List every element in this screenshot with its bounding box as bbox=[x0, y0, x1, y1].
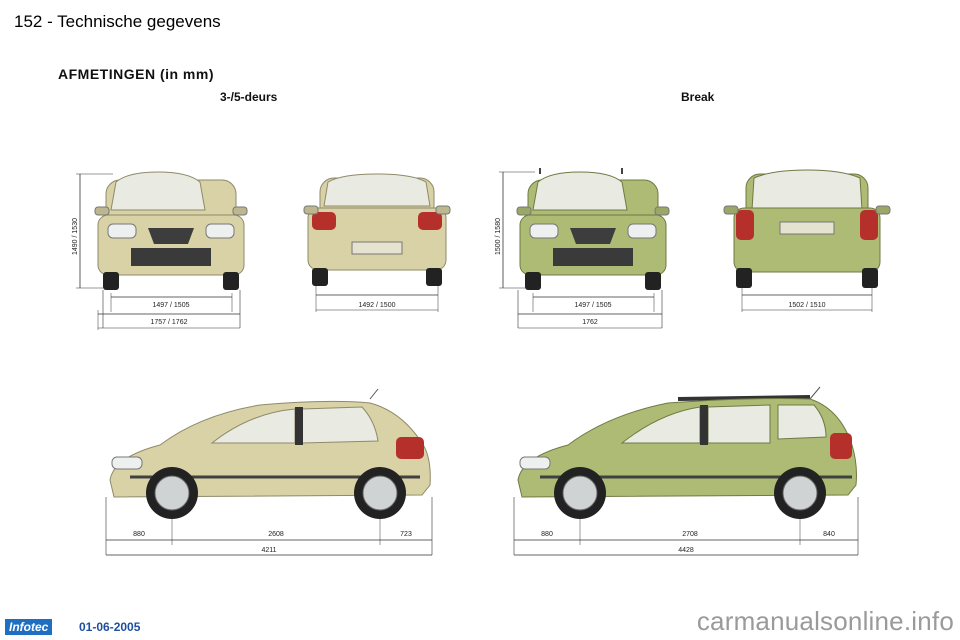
section-title: AFMETINGEN (in mm) bbox=[58, 66, 214, 82]
hatch-rear-view: 1492 / 1500 bbox=[292, 160, 462, 320]
estate-rear-overhang-label: 840 bbox=[823, 531, 835, 538]
estate-rear-track-label: 1502 / 1510 bbox=[789, 302, 826, 309]
hatch-front-track-label: 1497 / 1505 bbox=[153, 302, 190, 309]
hatch-front-overhang-label: 880 bbox=[133, 531, 145, 538]
watermark: carmanualsonline.info bbox=[696, 606, 954, 636]
estate-front-track-label: 1497 / 1505 bbox=[575, 302, 612, 309]
hatch-rear-overhang-label: 723 bbox=[400, 531, 412, 538]
estate-rear-view: 1502 / 1510 bbox=[722, 160, 892, 320]
hatch-rear-track-label: 1492 / 1500 bbox=[359, 302, 396, 309]
estate-front-view: 1500 / 1580 1497 / 1505 1762 bbox=[490, 160, 675, 335]
infotec-logo: Infotec bbox=[5, 619, 53, 635]
hatch-side-view: 880 2608 723 4211 bbox=[100, 385, 440, 565]
page-title: 152 - Technische gegevens bbox=[14, 12, 221, 31]
estate-front-height-label: 1500 / 1580 bbox=[495, 218, 502, 255]
estate-length-label: 4428 bbox=[678, 547, 694, 554]
hatch-front-width-label: 1757 / 1762 bbox=[151, 319, 188, 326]
variant-label-hatch: 3-/5-deurs bbox=[220, 90, 278, 104]
hatch-length-label: 4211 bbox=[261, 547, 276, 554]
footer-date: 01-06-2005 bbox=[79, 620, 141, 634]
variant-label-estate: Break bbox=[681, 90, 715, 104]
hatch-front-height-label: 1490 / 1530 bbox=[72, 218, 79, 255]
estate-wheelbase-label: 2708 bbox=[682, 531, 698, 538]
estate-side-view: 880 2708 840 4428 bbox=[510, 385, 870, 565]
estate-front-width-label: 1762 bbox=[582, 319, 598, 326]
estate-front-overhang-label: 880 bbox=[541, 531, 553, 538]
hatch-front-view: 1490 / 1530 1497 / 1505 1757 / 1762 bbox=[68, 160, 253, 335]
hatch-wheelbase-label: 2608 bbox=[268, 531, 284, 538]
